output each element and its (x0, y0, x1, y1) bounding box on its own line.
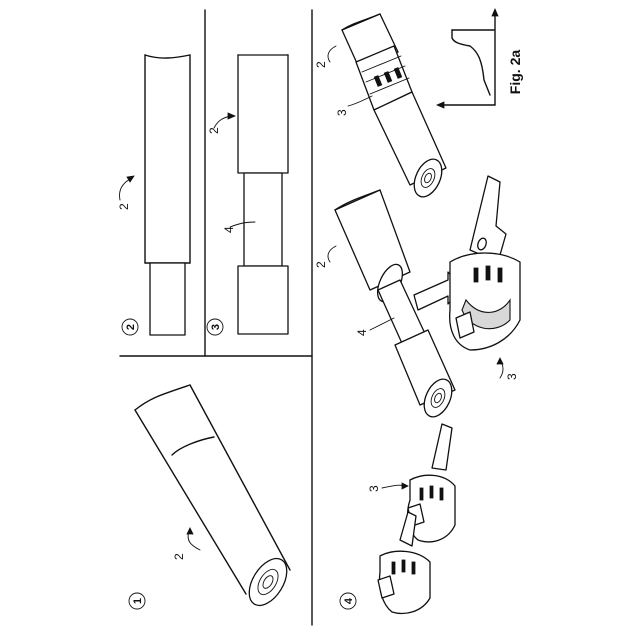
cable-break (135, 385, 190, 410)
label-cable: 2 (172, 553, 186, 560)
jacket-upper (238, 55, 288, 173)
leader-line-2 (328, 246, 336, 262)
panel-1-cable: 2 (135, 385, 294, 612)
cable-edge-bottom (190, 385, 290, 570)
label-stripped-section: 4 (355, 329, 369, 336)
label-contact: 3 (505, 373, 519, 380)
cable-end-face (242, 552, 295, 612)
label-contact: 3 (335, 109, 349, 116)
leader-line-4 (370, 318, 394, 330)
label-cable: 2 (314, 261, 328, 268)
panel-2-cable: 2 (117, 55, 190, 335)
cable-being-fitted: 2 4 (314, 190, 462, 421)
step-number-4: 4 (343, 597, 355, 604)
contact-elements-pair: 3 (367, 424, 455, 613)
contact-tab (432, 424, 452, 470)
contact-tab-lower (400, 512, 416, 546)
label-contact: 3 (367, 485, 381, 492)
step-number-2: 2 (125, 324, 137, 330)
stripped-section (244, 173, 282, 266)
jacket-step (172, 437, 214, 455)
inset-graph: Fig. 2a (437, 9, 523, 108)
step-marker-1: 1 (129, 593, 145, 609)
step-marker-3: 3 (207, 319, 223, 335)
step-marker-4: 4 (340, 593, 356, 609)
cable-break (145, 55, 190, 58)
label-cable: 2 (117, 203, 131, 210)
leader-line-3 (348, 96, 372, 106)
jacket-lower (238, 266, 288, 334)
label-stripped-section: 4 (222, 226, 236, 233)
cable-edge-top (135, 410, 246, 594)
step-number-3: 3 (210, 324, 222, 330)
label-cable: 2 (207, 127, 221, 134)
graph-curve (452, 30, 490, 95)
arrowhead (127, 176, 134, 182)
contact-element-open: 3 (450, 176, 520, 380)
label-cable: 2 (314, 61, 328, 68)
exposed-conductor (150, 263, 185, 335)
leader-line-2 (328, 46, 336, 62)
panel-4-assembly: 2 3 2 4 (314, 14, 520, 613)
figure-caption: Fig. 2a (507, 50, 523, 95)
assembled-cable: 2 3 (314, 14, 447, 201)
contact-tab (470, 176, 506, 262)
step-number-1: 1 (132, 598, 144, 604)
step-marker-2: 2 (122, 319, 138, 335)
panel-3-cable: 2 4 (207, 55, 288, 334)
arrowhead (187, 528, 193, 534)
arrowhead (228, 113, 235, 119)
